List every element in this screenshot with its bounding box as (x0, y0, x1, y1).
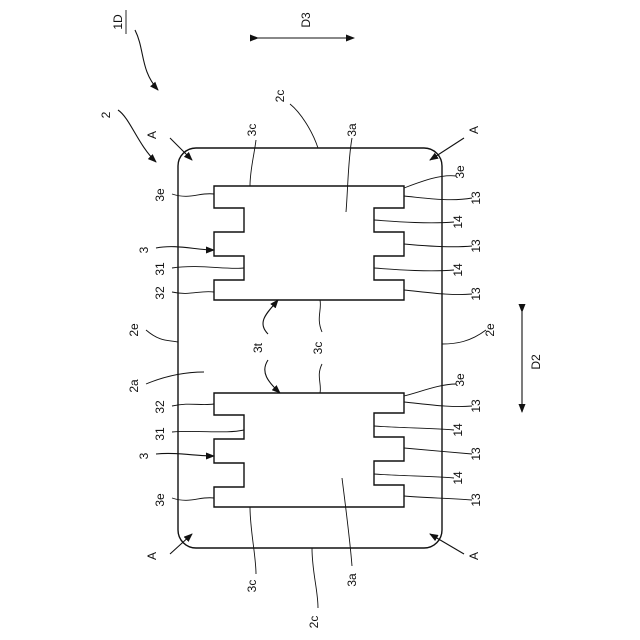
label-2e-right: 2e (483, 323, 497, 337)
lead-2e-right (442, 330, 486, 344)
lead-3c-upper-top (250, 140, 256, 186)
label-31-upper: 31 (153, 262, 167, 276)
label-a-bottom-left: A (145, 552, 159, 560)
label-3-upper: 3 (137, 246, 151, 253)
label-3e-upper-right: 3e (453, 165, 467, 179)
lead-13-d (404, 402, 472, 407)
lead-3c-middle-down (319, 364, 322, 393)
lead-13-e (404, 448, 472, 454)
d3-label: D3 (299, 12, 313, 28)
lead-13-c (404, 290, 472, 295)
figure-id-label: 1D (111, 14, 125, 30)
label-3e-lower-left: 3e (153, 493, 167, 507)
label-3e-upper-left: 3e (153, 188, 167, 202)
direction-d2: D2 (522, 312, 543, 412)
label-3e-lower-right: 3e (453, 373, 467, 387)
lead-2c-top (290, 104, 318, 148)
lead-31-lower (172, 430, 244, 432)
lead-3e-upper-right (404, 176, 456, 188)
label-32-lower: 32 (153, 400, 167, 414)
upper-element-outline (214, 186, 404, 300)
lead-13-f (404, 496, 472, 500)
lead-3a-lower (342, 478, 352, 566)
left-labels: 2 A 3e 3 31 32 2e 2a 32 31 3 3e A (99, 110, 244, 560)
label-3a-upper: 3a (345, 123, 359, 137)
label-3t: 3t (251, 342, 265, 353)
lead-2c-bottom (312, 548, 318, 608)
lead-2e-left (146, 330, 178, 342)
lead-3c-middle-up (319, 300, 322, 332)
lead-3e-lower-right (404, 384, 456, 396)
label-2e-left: 2e (127, 323, 141, 337)
top-labels: 2c 3c 3a (245, 90, 359, 212)
figure-title: 1D (111, 10, 158, 90)
lead-a-top-right (430, 138, 464, 160)
label-32-upper: 32 (153, 286, 167, 300)
middle-labels: 3t 3c (251, 300, 325, 393)
label-2c-bottom: 2c (307, 616, 321, 629)
label-a-top-left: A (145, 131, 159, 139)
lower-element-outline (214, 393, 404, 507)
lead-3-upper (156, 247, 214, 250)
label-3c-middle: 3c (311, 342, 325, 355)
lead-3c-lower-bottom (250, 507, 256, 574)
label-a-bottom-right: A (467, 552, 481, 560)
lead-13-b (404, 244, 472, 247)
lead-3t-down (265, 360, 280, 393)
lead-2a (146, 372, 204, 384)
lead-3-lower (156, 453, 214, 456)
label-3-lower: 3 (137, 452, 151, 459)
lead-a-bottom-left (170, 534, 192, 554)
label-31-lower: 31 (153, 427, 167, 441)
label-a-top-right: A (467, 126, 481, 134)
lead-3t-up (263, 300, 278, 334)
d2-label: D2 (529, 354, 543, 370)
direction-d3: D3 (258, 12, 354, 38)
lead-31-upper (172, 267, 244, 269)
label-2c-top: 2c (273, 90, 287, 103)
label-3c-upper-top: 3c (245, 124, 259, 137)
lead-13-a (404, 196, 472, 200)
right-labels: A 3e 13 14 13 14 13 2e 3e 13 14 13 14 13… (374, 126, 497, 560)
label-3c-lower-bottom: 3c (245, 580, 259, 593)
figure-id-arrow (135, 30, 158, 90)
lead-3a-upper (346, 138, 352, 212)
label-2: 2 (99, 111, 113, 118)
label-2a: 2a (127, 379, 141, 393)
label-3a-lower: 3a (345, 573, 359, 587)
bottom-labels: 3c 3a 2c (245, 478, 359, 628)
